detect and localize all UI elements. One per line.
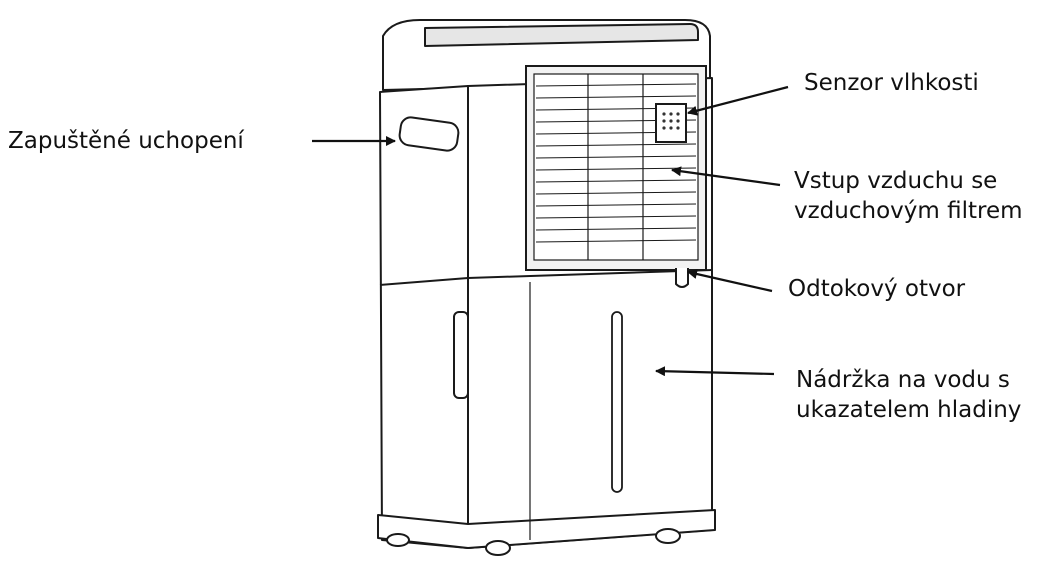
label-water-tank-line2: ukazatelem hladiny [796, 397, 1022, 423]
side-tank-handle [453, 311, 469, 399]
water-level-window [611, 311, 623, 493]
label-humidity-sensor: Senzor vlhkosti [804, 68, 979, 98]
humidity-sensor [655, 103, 687, 143]
tank-split-line [467, 269, 713, 279]
label-recessed-handle-text: Zapuštěné uchopení [8, 128, 244, 154]
arrow-drain [687, 269, 773, 293]
label-air-intake: Vstup vzduchu se vzduchovým filtrem [794, 166, 1023, 226]
base [377, 509, 716, 549]
label-air-intake-line2: vzduchovým filtrem [794, 198, 1023, 224]
top-vent [424, 23, 699, 47]
label-drain-outlet-text: Odtokový otvor [788, 276, 966, 302]
label-water-tank-line1: Nádržka na vodu s [796, 367, 1010, 393]
label-humidity-sensor-text: Senzor vlhkosti [804, 70, 979, 96]
wheel-front-right [655, 528, 681, 544]
air-intake-grille [525, 65, 707, 271]
side-split-line [379, 277, 469, 286]
arrow-tank [655, 366, 775, 377]
recessed-handle [398, 116, 460, 152]
wheels [386, 528, 681, 556]
wheel-front-left [485, 540, 511, 556]
label-water-tank: Nádržka na vodu s ukazatelem hladiny [796, 365, 1021, 425]
sensor-dots [662, 112, 680, 130]
label-drain-outlet: Odtokový otvor [788, 274, 965, 304]
wheel-back-left [386, 533, 410, 547]
arrow-intake [671, 166, 781, 187]
drain-outlet [675, 268, 689, 288]
label-air-intake-line1: Vstup vzduchu se [794, 168, 998, 194]
arrow-sensor [687, 85, 789, 116]
callout-arrows [312, 85, 789, 377]
label-recessed-handle: Zapuštěné uchopení [8, 126, 244, 156]
